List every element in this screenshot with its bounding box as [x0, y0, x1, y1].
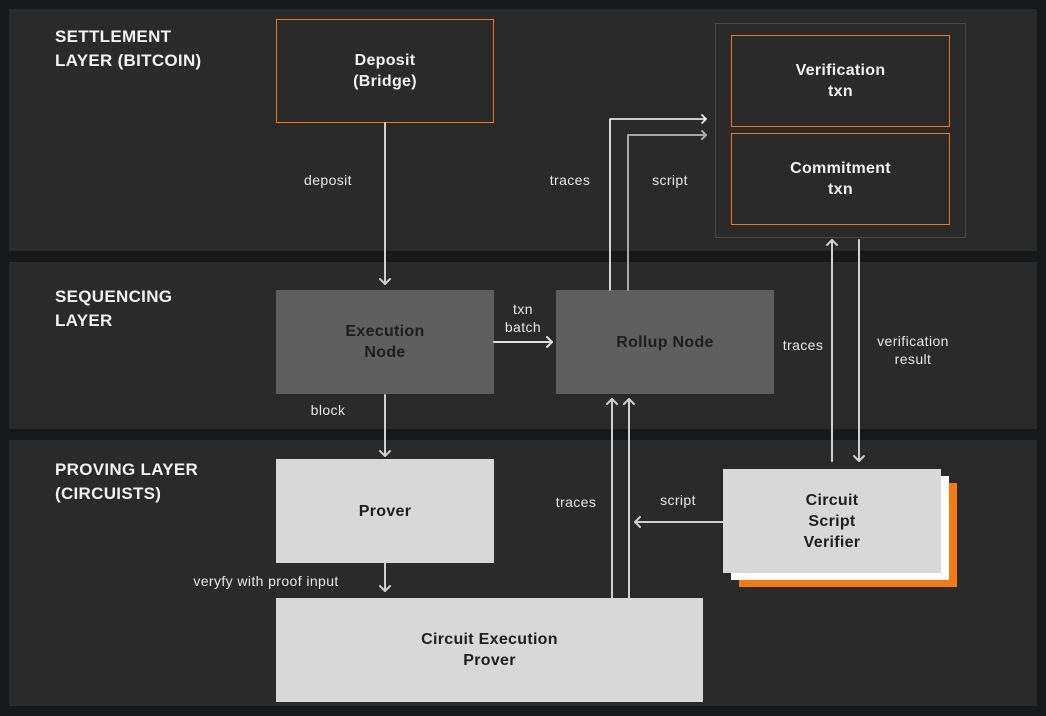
arrow-traces-to-commitment: [826, 239, 838, 462]
proving-layer-title: PROVING LAYER (CIRCUISTS): [55, 460, 199, 503]
arrow-traces-to-rollup: [606, 398, 635, 599]
arrow-deposit-to-execution: [379, 122, 391, 285]
arrow-traces-to-settlement: [609, 114, 707, 291]
commitment-txn-node[interactable]: Commitment txn: [731, 133, 950, 225]
label-script-from-verifier: script: [660, 492, 696, 508]
label-traces-to-settlement: traces: [549, 172, 591, 188]
label-block: block: [310, 402, 346, 418]
arrow-verify-with-proof-input: [379, 562, 391, 592]
label-verification-result: verification result: [877, 333, 949, 367]
arrow-verification-result: [853, 239, 865, 462]
label-txn-batch: txn batch: [504, 301, 542, 335]
circuit-execution-prover-node[interactable]: Circuit Execution Prover: [276, 598, 703, 702]
verification-txn-node[interactable]: Verification txn: [731, 35, 950, 127]
arrow-block: [379, 394, 391, 457]
label-deposit: deposit: [304, 172, 352, 188]
sequencing-layer-title: SEQUENCING LAYER: [55, 287, 173, 330]
label-verify-with-proof-input: veryfy with proof input: [193, 573, 339, 589]
label-traces-to-verifier: traces: [782, 337, 824, 353]
prover-node[interactable]: Prover: [276, 459, 494, 563]
settlement-layer-title: SETTLEMENT LAYER (BITCOIN): [55, 27, 202, 70]
sequencing-layer-band: [9, 262, 1037, 429]
settlement-txn-group: [715, 23, 966, 238]
label-script-to-settlement: script: [652, 172, 688, 188]
rollup-node[interactable]: Rollup Node: [556, 290, 774, 394]
arrow-txn-batch: [493, 336, 553, 348]
execution-node[interactable]: Execution Node: [276, 290, 494, 394]
arrow-script-to-settlement: [627, 130, 707, 291]
label-traces-to-rollup: traces: [555, 494, 597, 510]
deposit-bridge-node[interactable]: Deposit (Bridge): [276, 19, 494, 123]
circuit-script-verifier-node[interactable]: Circuit Script Verifier: [723, 469, 941, 573]
arrow-script-from-verifier: [634, 516, 724, 528]
